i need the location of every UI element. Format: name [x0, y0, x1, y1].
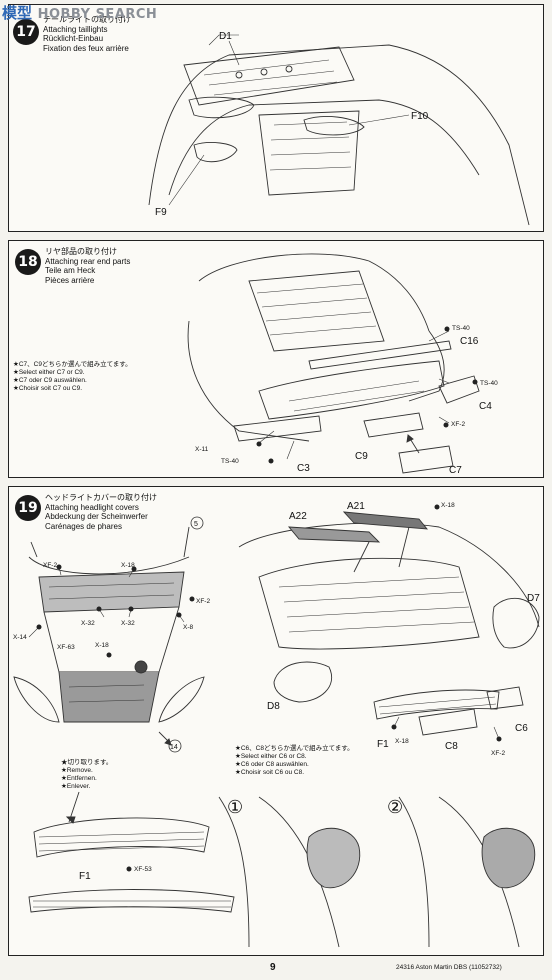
step-18-number: 18: [15, 249, 41, 275]
step-19-label-x14: X-14: [13, 634, 27, 641]
step-19-remove-note: ★切り取ります。 ★Remove. ★Entfernen. ★Enlever.: [61, 759, 112, 791]
step-19-title-fr: Carénages de phares: [45, 521, 122, 531]
step-19-label-x18d: X-18: [395, 738, 409, 745]
step-18-title-jp: リヤ部品の取り付け: [45, 247, 117, 256]
step-18-label-x11: X-11: [195, 446, 209, 453]
step-19-note-jp: ★C6、C8どちらか選んで組み立てます。: [235, 745, 354, 752]
step-18-note: ★C7、C9どちらか選んで組み立てます。 ★Select either C7 o…: [13, 361, 132, 393]
step-19-remove-jp: ★切り取ります。: [61, 759, 113, 766]
step-19-label-x32a: X-32: [81, 620, 95, 627]
step-17-label-d1: D1: [219, 31, 232, 42]
step-18-label-c9: C9: [355, 451, 368, 462]
step-19-label-xf63: XF-63: [57, 644, 75, 651]
step-19-label-xf53: XF-53: [134, 866, 152, 873]
step-18-title-en: Attaching rear end parts: [45, 256, 131, 266]
step-18-title: リヤ部品の取り付け Attaching rear end parts Teile…: [45, 247, 130, 285]
step-19-label-f1b: F1: [79, 871, 91, 882]
step-17-panel: 17 テールライトの取り付け Attaching taillights Rück…: [8, 4, 544, 232]
step-18-note-en: ★Select either C7 or C9.: [13, 369, 85, 376]
step-19-label-a22: A22: [289, 511, 307, 522]
step-19-title: ヘッドライトカバーの取り付け Attaching headlight cover…: [45, 493, 157, 531]
step-19-diagram: 5 XF-2 X-18 XF-2 X-14 X-32 X-32 X-8 XF-6…: [13, 501, 540, 948]
step-18-label-ts40b: TS-40: [480, 380, 498, 387]
watermark: 模型 HOBBY SEARCH: [2, 2, 157, 23]
step-18-diagram: TS-40 C16 TS-40 C4 XF-2 X-11 TS-40 C3 C9…: [187, 253, 498, 476]
step-19-label-a21: A21: [347, 501, 365, 512]
step-19-note: ★C6、C8どちらか選んで組み立てます。 ★Select either C6 o…: [235, 745, 354, 777]
step-17-title-en: Attaching taillights: [43, 24, 108, 34]
step-19-view-1: ①: [227, 797, 243, 817]
step-19-label-c8: C8: [445, 741, 458, 752]
step-19-label-f1: F1: [377, 739, 389, 750]
step-18-note-jp: ★C7、C9どちらか選んで組み立てます。: [13, 361, 132, 368]
watermark-cn: 模型: [2, 4, 33, 22]
step-17-title-de: Rücklicht-Einbau: [43, 34, 104, 43]
step-17-number: 17: [13, 19, 39, 45]
step-19-note-en: ★Select either C6 or C8.: [235, 753, 307, 760]
step-17-label-f10: F10: [411, 111, 429, 122]
step-19-title-de: Abdeckung der Scheinwerfer: [45, 512, 148, 521]
step-17-label-f9: F9: [155, 207, 167, 218]
step-18-label-ts40c: TS-40: [221, 458, 239, 465]
step-18-label-c4: C4: [479, 401, 492, 412]
step-19-label-x8: X-8: [183, 624, 194, 631]
step-19-note-de: ★C6 oder C8 auswählen.: [235, 761, 309, 768]
step-18-title-fr: Pièces arrière: [45, 275, 95, 285]
step-19-label-x18a: X-18: [121, 562, 135, 569]
step-19-label-c6: C6: [515, 723, 528, 734]
page-number: 9: [270, 962, 276, 973]
step-19-remove-en: ★Remove.: [61, 767, 93, 774]
step-19-label-xf2b: XF-2: [196, 598, 210, 605]
step-19-ref-14: 14: [170, 744, 178, 751]
step-19-ref-5: 5: [194, 521, 198, 528]
step-19-label-xf2c: XF-2: [491, 750, 505, 757]
product-code: 24316 Aston Martin DBS (11052732): [396, 964, 502, 971]
step-19-number: 19: [15, 495, 41, 521]
step-18-label-c3: C3: [297, 463, 310, 474]
step-19-label-x32b: X-32: [121, 620, 135, 627]
step-17-title-jp: テールライトの取り付け: [43, 15, 131, 24]
step-19-remove-de: ★Entfernen.: [61, 775, 97, 782]
step-19-label-d8: D8: [267, 701, 280, 712]
step-19-note-fr: ★Choisir soit C6 ou C8.: [235, 769, 305, 776]
step-18-title-de: Teile am Heck: [45, 266, 96, 275]
step-17-title-fr: Fixation des feux arrière: [43, 43, 129, 53]
step-18-label-ts40a: TS-40: [452, 325, 470, 332]
watermark-en: HOBBY SEARCH: [37, 7, 158, 22]
step-18-label-xf2: XF-2: [451, 421, 465, 428]
step-18-label-c7: C7: [449, 465, 462, 476]
step-19-label-xf2a: XF-2: [43, 562, 57, 569]
step-18-panel: 18 リヤ部品の取り付け Attaching rear end parts Te…: [8, 240, 544, 478]
step-19-title-jp: ヘッドライトカバーの取り付け: [45, 493, 157, 502]
step-19-label-d7: D7: [527, 593, 540, 604]
step-19-title-en: Attaching headlight covers: [45, 502, 139, 512]
step-19-label-x18b: X-18: [95, 642, 109, 649]
step-19-view-2: ②: [387, 797, 403, 817]
step-18-label-c16: C16: [460, 336, 479, 347]
step-19-remove-fr: ★Enlever.: [61, 783, 91, 790]
step-19-label-x18c: X-18: [441, 502, 455, 509]
step-19-panel: 19 ヘッドライトカバーの取り付け Attaching headlight co…: [8, 486, 544, 956]
step-17-diagram: D1 F10 F9: [148, 31, 530, 226]
step-18-note-de: ★C7 oder C9 auswählen.: [13, 377, 87, 384]
step-18-note-fr: ★Choisir soit C7 ou C9.: [13, 385, 83, 392]
step-17-title: テールライトの取り付け Attaching taillights Rücklic…: [43, 15, 131, 53]
